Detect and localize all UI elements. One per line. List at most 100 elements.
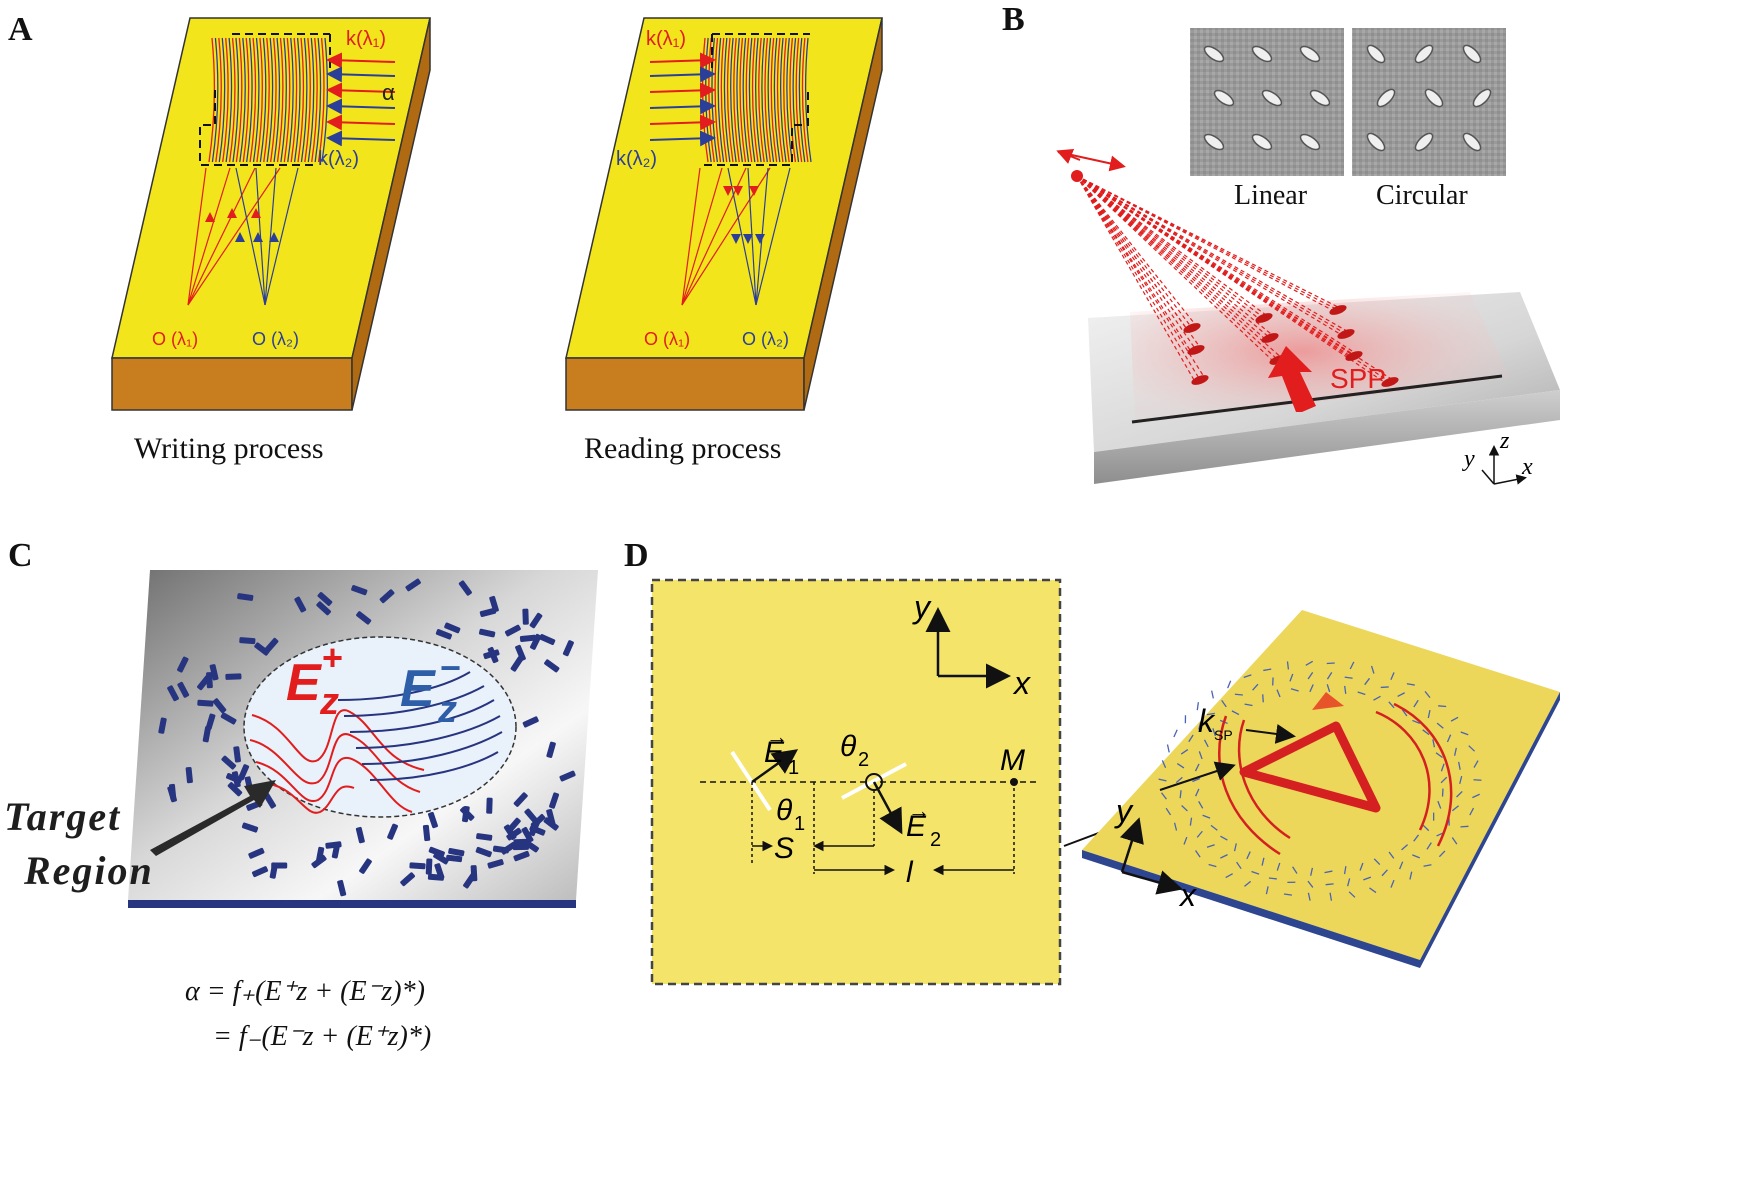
nanoantenna: [445, 854, 463, 863]
slit-2: [841, 762, 907, 800]
ring-slit: [1158, 778, 1167, 782]
ring-slit: [1349, 661, 1355, 670]
ring-slit: [1198, 801, 1204, 809]
panel-d: D y x E 1 → E 2 → θ 1 θ 2: [624, 537, 1560, 986]
writing-rays: [187, 167, 299, 306]
panel-c-label: C: [8, 537, 33, 574]
ray: [264, 167, 299, 306]
ring-slit: [1211, 690, 1214, 699]
ring-slit: [1196, 702, 1200, 711]
nanoantenna: [478, 628, 496, 638]
ring-slit: [1208, 863, 1217, 868]
ring-slit: [1422, 729, 1430, 736]
nanoantenna: [248, 847, 265, 859]
equation-line2: = f₋(E⁻z + (E⁺z)*): [213, 1021, 431, 1052]
focus-ray: [1076, 175, 1207, 381]
nanoantenna: [206, 672, 213, 689]
sem-slit: [1203, 45, 1225, 63]
ring-slit: [1307, 892, 1311, 901]
theta2-label: θ 2: [840, 730, 869, 771]
grating-line: [283, 37, 291, 163]
ring-slit: [1220, 835, 1228, 841]
incident-arrow: [326, 98, 396, 115]
ring-slit: [1236, 861, 1242, 870]
sem-slit: [1462, 132, 1482, 152]
nanoantenna: [356, 611, 372, 625]
ray: [187, 167, 231, 306]
nanoantenna: [185, 766, 193, 784]
ring-slit: [1388, 851, 1395, 859]
grating-line: [246, 37, 253, 163]
ring-slit: [1276, 689, 1281, 698]
nanoantenna: [355, 826, 365, 844]
ring-slit: [1180, 749, 1189, 755]
ring-slit: [1370, 665, 1375, 674]
ring-slit: [1457, 761, 1461, 770]
ring-slit: [1424, 690, 1431, 699]
ray: [187, 167, 256, 306]
ring-slit: [1221, 699, 1227, 708]
ray-arrowhead: [733, 186, 743, 196]
ring-slit: [1206, 712, 1215, 716]
svg-text:−: −: [440, 647, 461, 688]
nanoantenna: [158, 717, 167, 734]
inset-linear-label: Linear: [1234, 180, 1308, 211]
ring-slit: [1369, 887, 1377, 894]
grating-line: [770, 37, 778, 163]
ray: [187, 167, 281, 306]
b-axis-z: z: [1499, 428, 1510, 454]
grating-line: [235, 37, 243, 163]
svg-text:y: y: [1114, 793, 1134, 829]
nanoantenna: [444, 622, 461, 634]
nanoantenna: [227, 782, 243, 797]
ring-slit: [1446, 734, 1452, 743]
equation-line1: α = f₊(E⁺z + (E⁻z)*): [185, 976, 425, 1007]
sem-slit: [1203, 133, 1225, 151]
ray: [187, 167, 207, 306]
svg-text:z: z: [437, 689, 457, 731]
incident-arrow: [326, 52, 396, 69]
ring-slit: [1469, 807, 1475, 816]
slit-1: [730, 750, 772, 812]
svg-text:2: 2: [858, 749, 869, 771]
focus-ray: [1076, 175, 1199, 329]
ray-arrowhead: [227, 208, 237, 218]
focus-ray: [1076, 175, 1193, 329]
dimension-lines: S l: [751, 782, 1015, 889]
svg-text:2: 2: [930, 829, 941, 851]
ring-slit: [1307, 880, 1314, 888]
nanoantenna: [294, 596, 307, 613]
grating-line: [736, 37, 743, 163]
grating-line: [276, 37, 284, 163]
svg-text:E: E: [286, 654, 322, 712]
ring-slit: [1436, 722, 1444, 729]
sem-slit: [1261, 89, 1283, 107]
d-axes-left: y x: [912, 589, 1031, 701]
nanoantenna: [409, 862, 426, 870]
ring-slit: [1195, 788, 1200, 797]
spp-label: SPP: [1330, 363, 1386, 394]
ring-slit: [1283, 893, 1293, 896]
grating-line: [789, 37, 797, 163]
nanoantenna: [435, 629, 453, 640]
ring-slit: [1413, 699, 1419, 708]
grating-line: [218, 37, 226, 163]
nanoantenna: [400, 872, 415, 887]
nanoantenna: [487, 859, 504, 869]
ring-slit: [1234, 693, 1243, 696]
svg-text:x: x: [1012, 665, 1031, 701]
nanoantenna: [476, 833, 493, 841]
nanoantenna: [562, 640, 574, 657]
ring-slit: [1251, 870, 1260, 875]
nanoantenna: [522, 716, 539, 728]
incident-arrow: [326, 82, 396, 99]
nanoantenna: [543, 817, 559, 831]
nanoantenna: [519, 634, 537, 642]
nanoantenna: [458, 580, 472, 596]
nanoantenna: [546, 808, 556, 826]
nanoantenna: [546, 741, 556, 758]
sem-slit: [1299, 45, 1321, 63]
reading-o1-label: O (λ₁): [644, 329, 690, 349]
ray-arrowhead: [235, 232, 245, 242]
inset-circular-label: Circular: [1376, 180, 1468, 211]
